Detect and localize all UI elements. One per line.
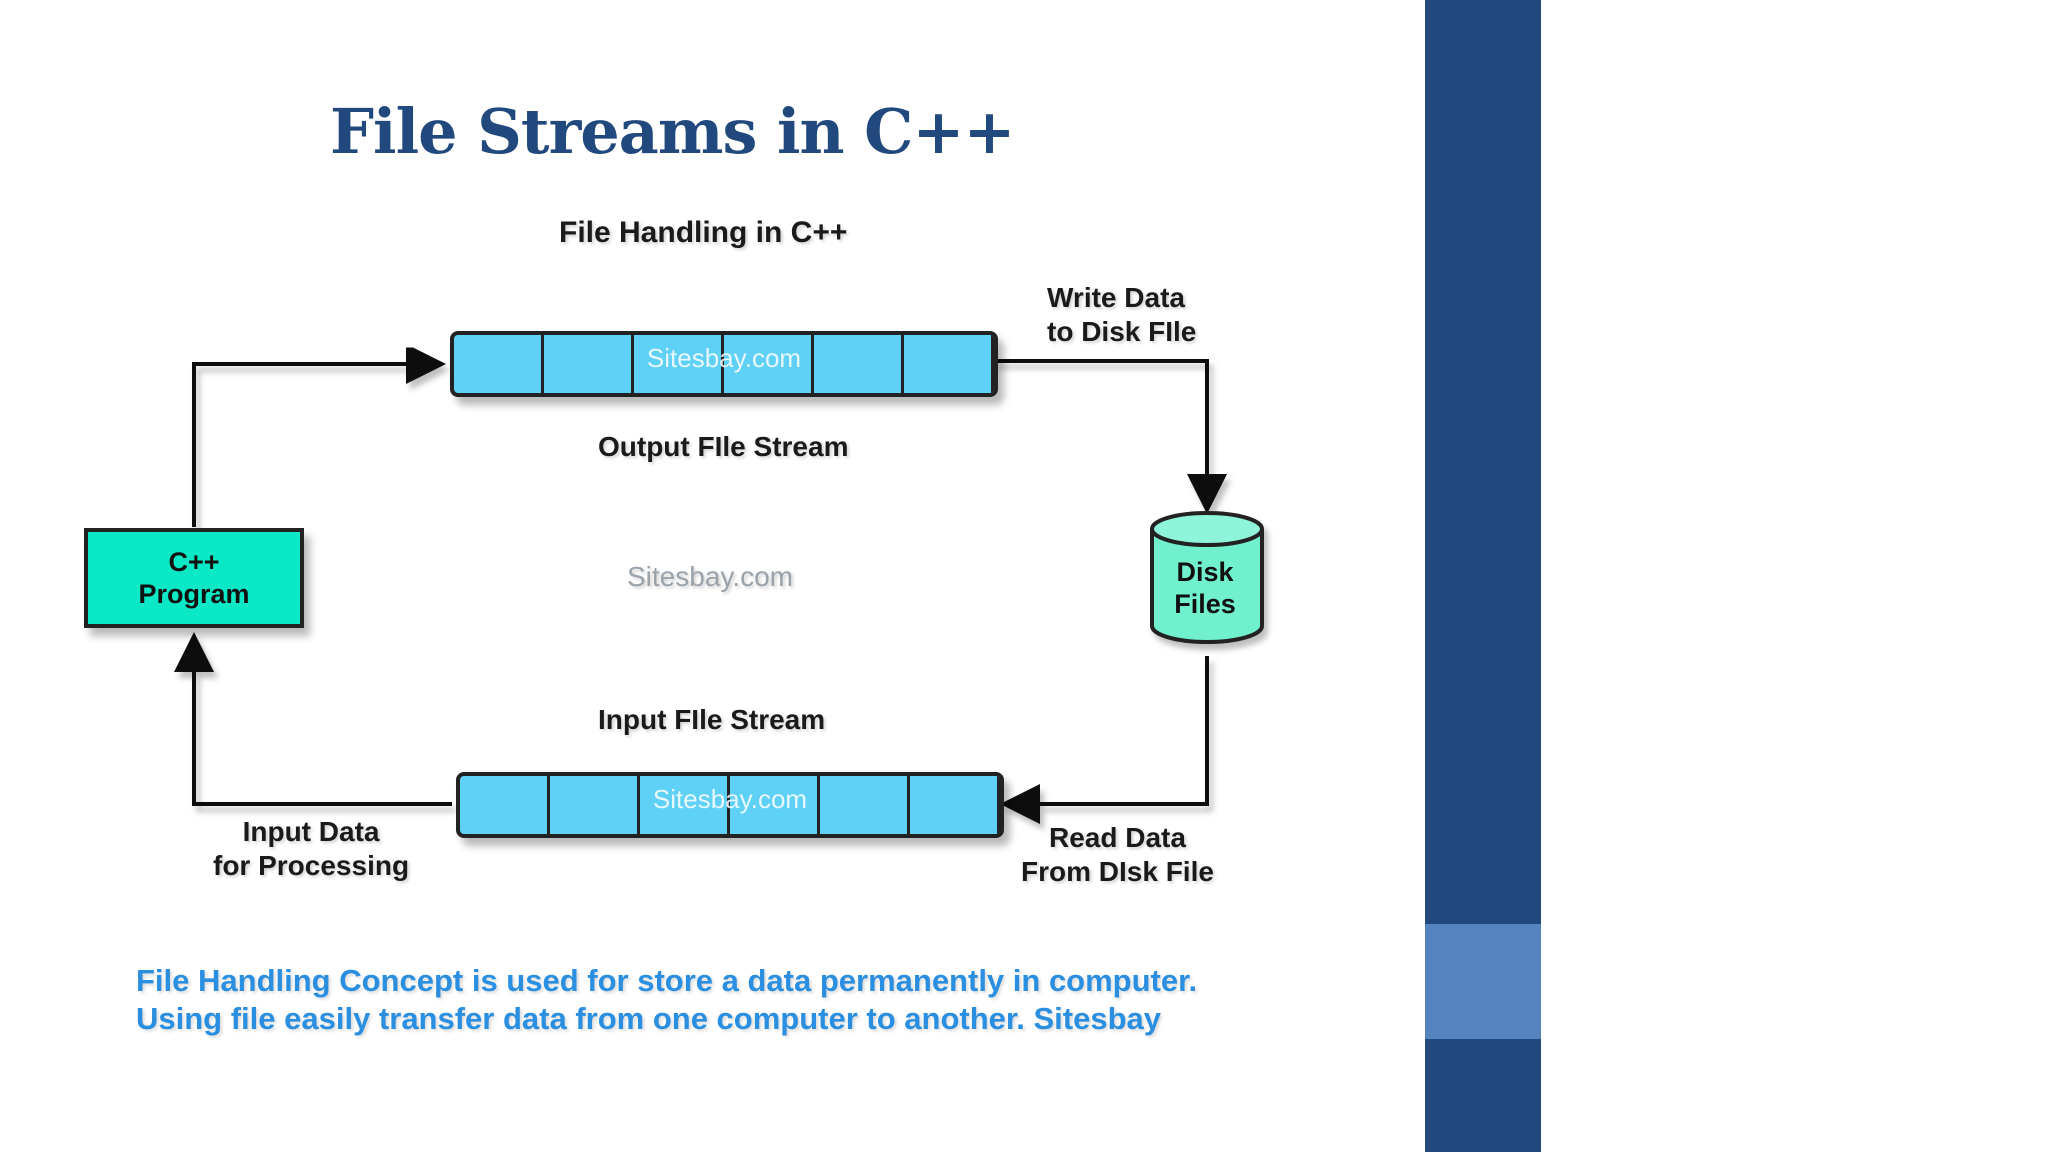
stream-watermark: Sitesbay.com (652, 784, 808, 814)
stream-watermark: Sitesbay.com (646, 343, 802, 373)
description-text: File Handling Concept is used for store … (136, 962, 1316, 1038)
slide-title: File Streams in C++ (330, 95, 1015, 168)
input-stream-label: Input FIle Stream (598, 704, 826, 735)
description-line1: File Handling Concept is used for store … (136, 963, 1198, 998)
arrow-program-to-output (192, 344, 446, 527)
decorative-side-band-accent (1425, 924, 1541, 1039)
output-file-stream: Sitesbay.com (450, 331, 998, 397)
write-data-label: Write Data to Disk FIle (1047, 282, 1197, 347)
input-data-label: Input Data for Processing (213, 816, 410, 881)
read-data-label: Read Data From DIsk File (1021, 822, 1214, 887)
output-stream-label: Output FIle Stream (598, 431, 849, 462)
program-box-line1: C++ (168, 547, 220, 577)
description-line2: Using file easily transfer data from one… (136, 1001, 1161, 1036)
arrow-output-to-disk (994, 359, 1227, 514)
disk-files-label: Disk Files (1174, 557, 1236, 619)
arrow-input-to-program (174, 632, 452, 806)
diagram-title: File Handling in C++ (559, 216, 848, 249)
cpp-program-box: C++ Program (84, 528, 304, 628)
input-file-stream: Sitesbay.com (456, 772, 1004, 838)
arrow-disk-to-input (1000, 656, 1209, 824)
disk-cylinder-icon (1150, 511, 1264, 644)
program-box-line2: Program (138, 579, 250, 609)
center-watermark: Sitesbay.com (627, 561, 793, 592)
